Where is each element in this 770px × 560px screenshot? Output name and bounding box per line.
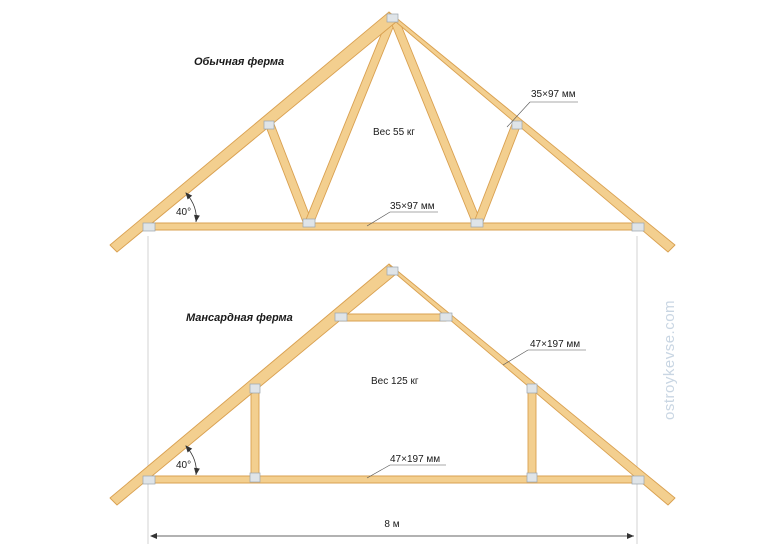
regular-rafter-section: 35×97 мм [531, 89, 576, 100]
watermark: ostroykevse.com [661, 300, 678, 420]
span-label: 8 м [384, 519, 399, 530]
attic-chord-section: 47×197 мм [390, 454, 440, 465]
angle-arc [185, 192, 200, 223]
span-guide-lines [147, 236, 638, 544]
regular-angle-label: 40° [176, 207, 191, 218]
attic-truss: Мансардная ферма Вес 125 кг 47×197 мм 47… [109, 263, 676, 506]
leader-line [502, 349, 529, 366]
regular-truss-title: Обычная ферма [194, 56, 284, 68]
span-dimension: 8 м [150, 519, 634, 539]
gusset-plate [142, 475, 156, 485]
attic-truss-title: Мансардная ферма [186, 312, 293, 324]
leader-line [506, 101, 531, 128]
bottom-chord [142, 222, 644, 231]
gusset-plate [526, 472, 538, 483]
gusset-plates [142, 13, 645, 232]
gusset-plates [142, 266, 645, 485]
angle-arc [185, 445, 200, 476]
gusset-plate [439, 312, 453, 322]
attic-truss-weight: Вес 125 кг [371, 376, 419, 387]
leader-line [366, 464, 391, 479]
gusset-plate [334, 312, 348, 322]
gusset-plate [142, 222, 156, 232]
gusset-plate [470, 218, 484, 228]
web-member [473, 123, 522, 223]
gusset-plate [249, 472, 261, 483]
right-rafter [388, 11, 676, 253]
attic-rafter-section: 47×197 мм [530, 339, 580, 350]
right-post [527, 385, 537, 479]
gusset-plate [511, 120, 523, 130]
regular-truss-webs [264, 19, 522, 223]
left-post [250, 385, 260, 479]
gusset-plate [631, 222, 645, 232]
web-member [264, 123, 313, 223]
gusset-plate [249, 383, 261, 394]
bottom-chord [142, 475, 644, 484]
gusset-plate [386, 13, 399, 23]
gusset-plate [302, 218, 316, 228]
leader-line [366, 211, 391, 227]
left-rafter [109, 11, 397, 253]
gusset-plate [263, 120, 275, 130]
gusset-plate [631, 475, 645, 485]
regular-truss-weight: Вес 55 кг [373, 127, 415, 138]
attic-angle-label: 40° [176, 460, 191, 471]
gusset-plate [386, 266, 399, 276]
regular-truss: Обычная ферма Вес 55 кг 35×97 мм 35×97 м… [109, 11, 676, 253]
collar-tie [339, 313, 447, 322]
regular-chord-section: 35×97 мм [390, 201, 435, 212]
gusset-plate [526, 383, 538, 394]
